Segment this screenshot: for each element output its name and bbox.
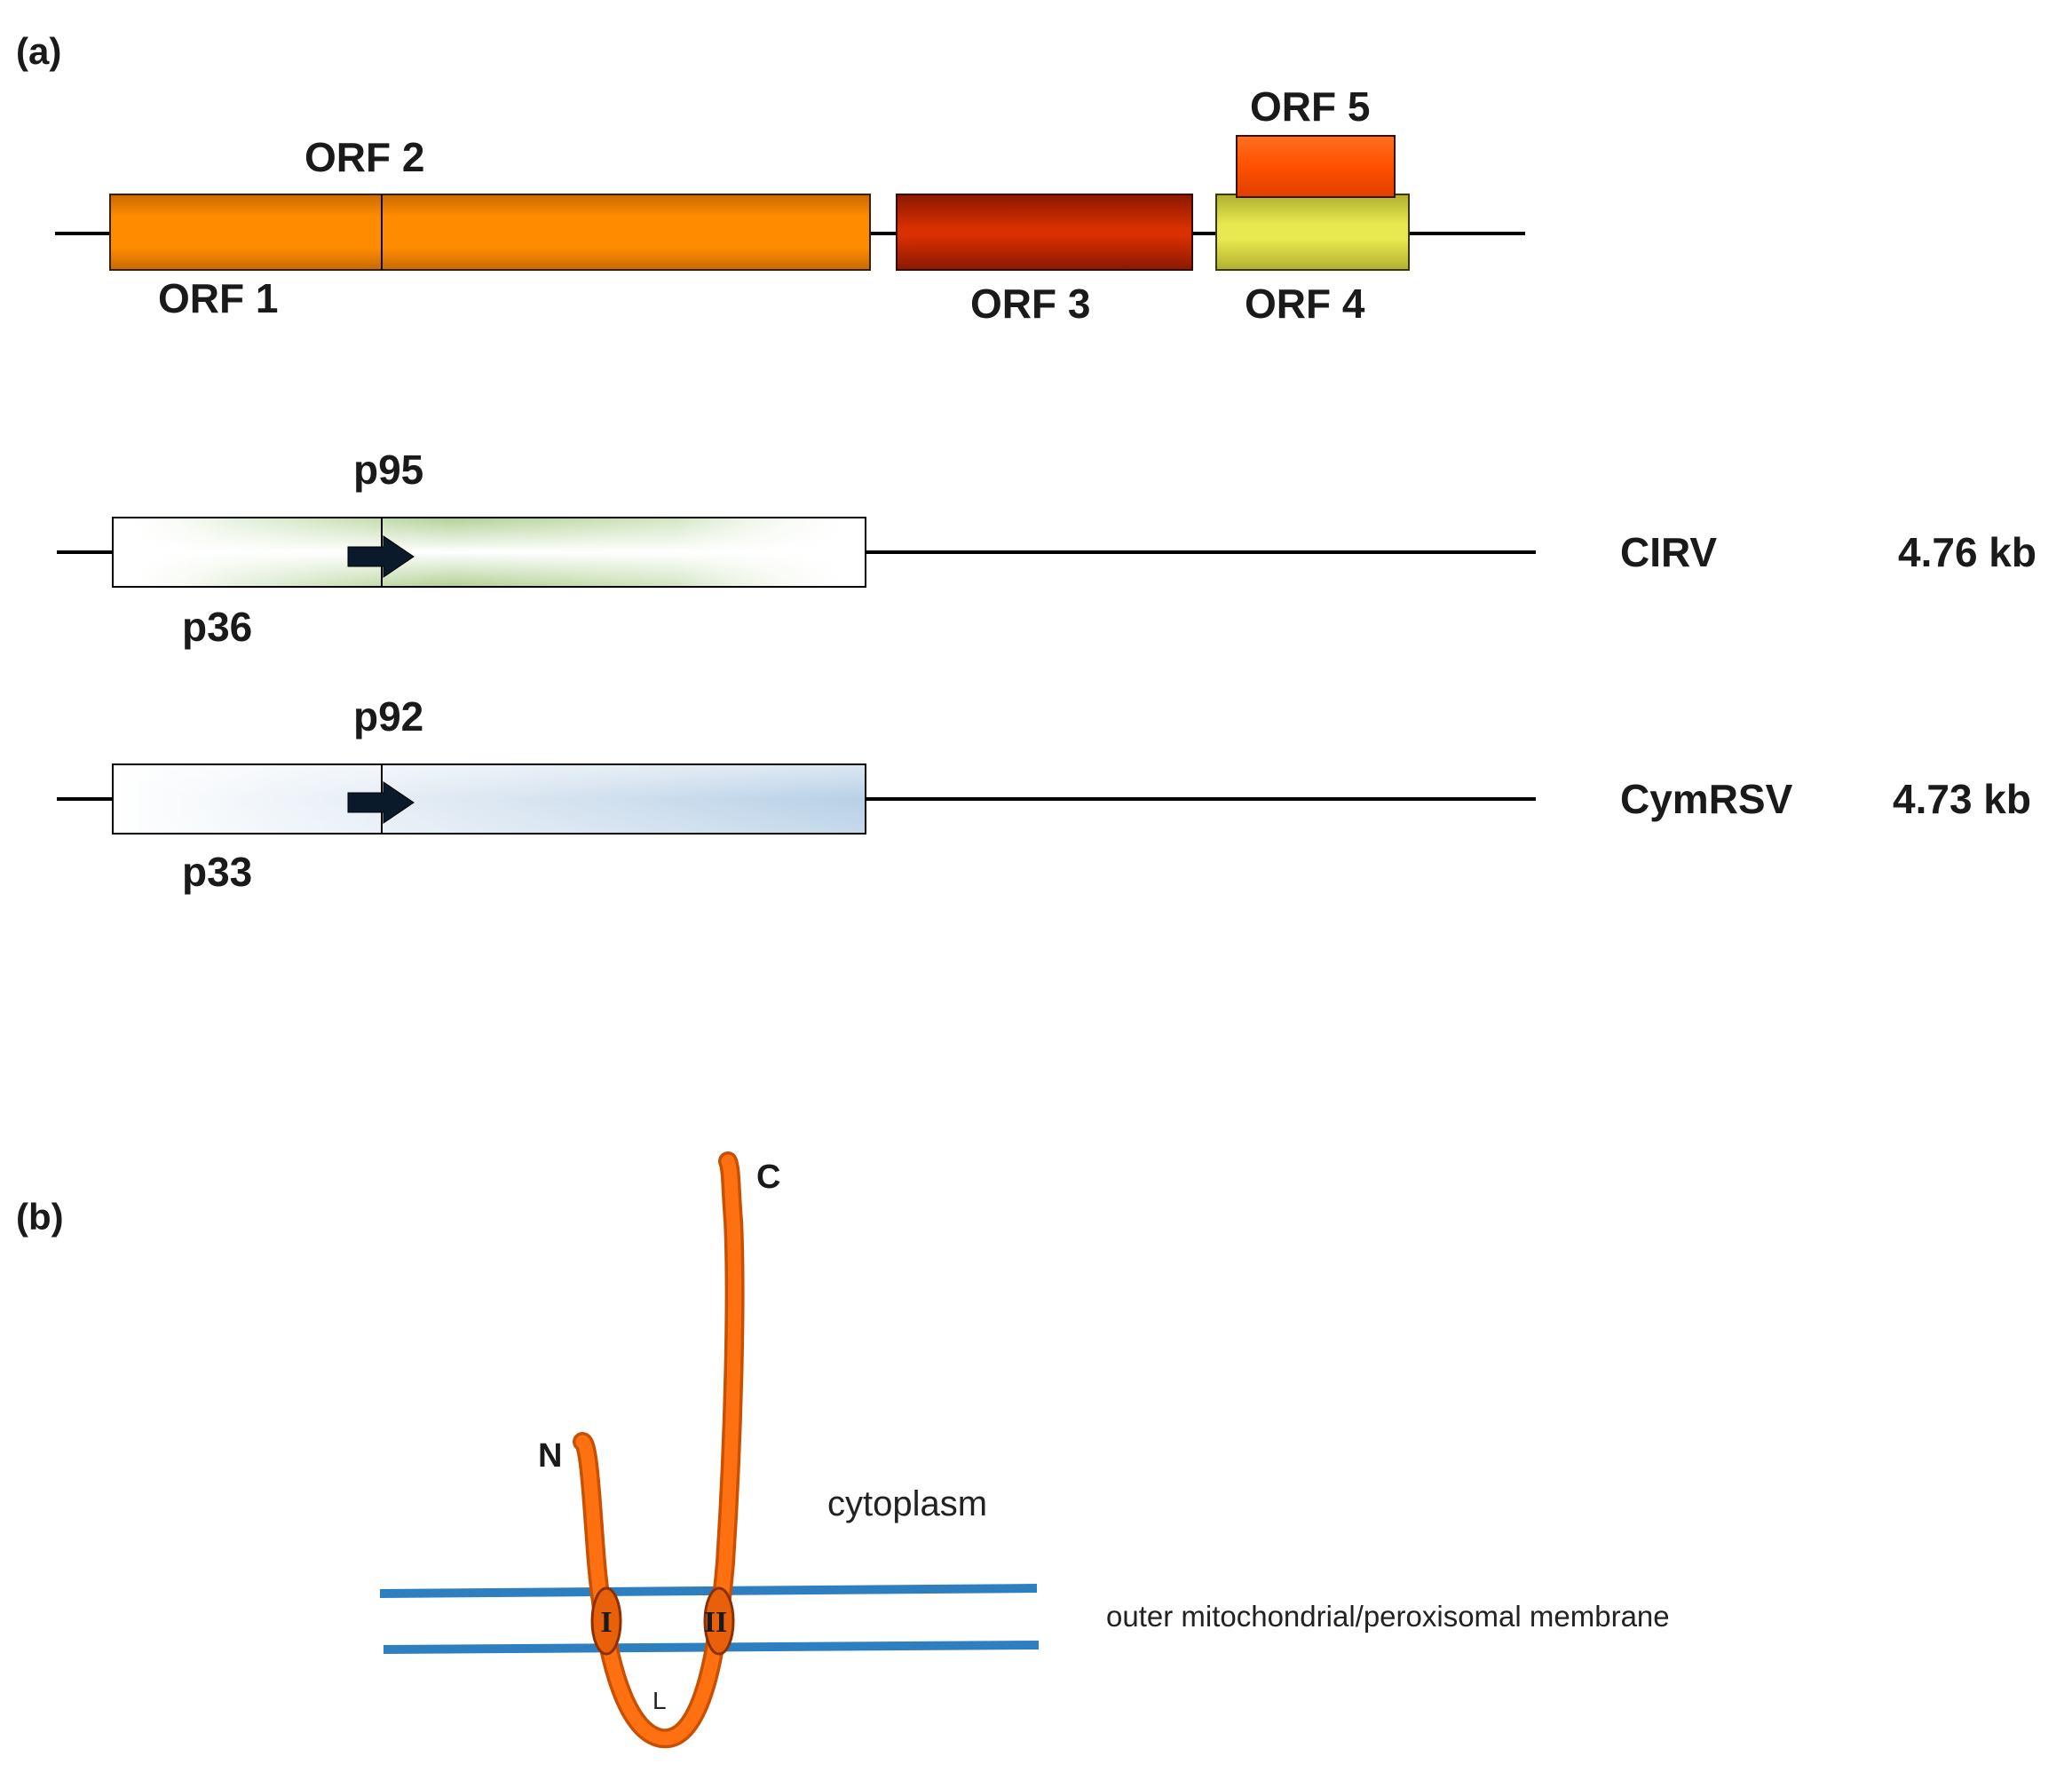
orf5-label: ORF 5 bbox=[1250, 83, 1370, 130]
orf3-label: ORF 3 bbox=[970, 281, 1090, 327]
cytoplasm-label: cytoplasm bbox=[827, 1484, 987, 1523]
cymrsv-readthrough-arrow-icon bbox=[347, 781, 415, 824]
cirv-readthrough-arrow-icon bbox=[347, 535, 415, 578]
c-terminus-label: C bbox=[756, 1159, 780, 1196]
panel-a-label: (a) bbox=[16, 30, 61, 72]
loop-label: L bbox=[652, 1687, 667, 1714]
cirv-row: p95 p36 CIRV 4.76 kb bbox=[57, 447, 2036, 650]
orf4-label: ORF 4 bbox=[1245, 281, 1365, 327]
tm-domain-1 bbox=[590, 1586, 622, 1656]
cymrsv-replicase-box bbox=[112, 763, 866, 835]
cirv-p95-label: p95 bbox=[353, 447, 423, 493]
tm-domain-2 bbox=[703, 1586, 735, 1656]
orf2-label: ORF 2 bbox=[304, 134, 424, 180]
orf4-box bbox=[1215, 194, 1410, 271]
genome-map: ORF 2 ORF 1 ORF 3 ORF 4 ORF 5 bbox=[55, 83, 1525, 327]
orf1-2-box bbox=[109, 194, 871, 271]
orf1-label: ORF 1 bbox=[158, 275, 278, 321]
cirv-genome-size: 4.76 kb bbox=[1898, 529, 2036, 575]
orf5-box bbox=[1236, 135, 1396, 198]
cymrsv-replicase-shade bbox=[113, 764, 866, 834]
membrane-label: outer mitochondrial/peroxisomal membrane bbox=[1106, 1600, 1670, 1633]
n-terminus-label: N bbox=[538, 1437, 562, 1475]
protein-chain bbox=[575, 1154, 742, 1745]
cymrsv-p92-label: p92 bbox=[353, 693, 423, 740]
membrane-outer-leaflet bbox=[379, 1584, 1038, 1598]
orf3-box bbox=[896, 194, 1193, 271]
tm-domain-1-label: I bbox=[600, 1606, 612, 1639]
cirv-virus-name: CIRV bbox=[1620, 529, 1717, 575]
cirv-p36-label: p36 bbox=[182, 604, 252, 650]
panel-b-label: (b) bbox=[16, 1196, 64, 1238]
cirv-replicase-box bbox=[112, 517, 866, 588]
cirv-replicase-fill bbox=[113, 518, 866, 587]
cymrsv-virus-name: CymRSV bbox=[1620, 776, 1793, 822]
cymrsv-p33-label: p33 bbox=[182, 849, 252, 895]
cymrsv-genome-size: 4.73 kb bbox=[1893, 776, 2031, 822]
membrane-topology: I II C N L cytoplasm outer mitochondrial… bbox=[379, 1151, 1670, 1749]
tm-domain-2-label: II bbox=[704, 1606, 727, 1639]
cymrsv-row: p92 p33 CymRSV 4.73 kb bbox=[57, 693, 2031, 895]
